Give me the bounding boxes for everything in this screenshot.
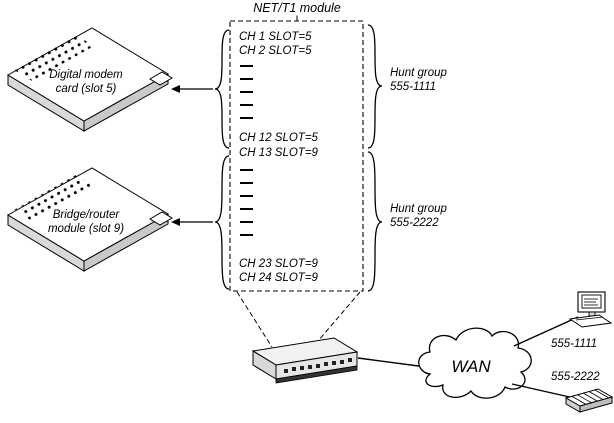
port-dot xyxy=(332,361,336,365)
channel-label-ch23: CH 23 SLOT=9 xyxy=(239,258,319,270)
link-device-wan xyxy=(357,357,427,368)
card-label-line2: card (slot 5) xyxy=(56,83,117,95)
dashed-link-left xyxy=(236,291,273,348)
port-dot xyxy=(348,358,352,362)
port-dot xyxy=(340,360,344,364)
digital-modem-card-icon: Digital modem card (slot 5) xyxy=(7,27,173,132)
brace-hunt-group-2 xyxy=(367,151,383,292)
brace-slot9-channels xyxy=(214,155,230,290)
card-label-line1: Bridge/router xyxy=(53,209,121,221)
device-base-strip xyxy=(275,365,358,384)
hunt-group-1-number: 555-1111 xyxy=(390,81,436,93)
arrowhead-icon xyxy=(171,85,180,93)
bridge-router-module-icon: Bridge/router module (slot 9) xyxy=(7,167,173,272)
channel-box xyxy=(229,20,364,292)
modem-icon xyxy=(564,388,614,413)
arrow-to-slot9-card xyxy=(171,218,213,226)
link-wan-computer xyxy=(513,316,579,347)
card-label-line2: module (slot 9) xyxy=(48,223,124,235)
port-dot xyxy=(292,367,296,371)
arrowhead-icon xyxy=(171,218,180,226)
card-label-line1: Digital modem xyxy=(49,69,123,81)
hunt-group-2-name: Hunt group xyxy=(390,203,448,215)
card-connector xyxy=(149,71,173,86)
card-connector xyxy=(149,211,173,226)
hunt-group-2-number: 555-2222 xyxy=(390,217,439,229)
access-server-icon xyxy=(251,337,359,384)
perforation-dots xyxy=(14,35,94,81)
link-wan-modem xyxy=(511,383,575,399)
computer-icon xyxy=(568,291,613,328)
channel-label-ch12: CH 12 SLOT=5 xyxy=(239,132,319,144)
channel-label-ch13: CH 13 SLOT=9 xyxy=(239,147,319,159)
module-title: NET/T1 module xyxy=(253,1,341,15)
hunt-group-1-name: Hunt group xyxy=(390,67,448,79)
wan-label: WAN xyxy=(451,357,491,376)
port-dot xyxy=(316,364,320,368)
channel-label-ch2: CH 2 SLOT=5 xyxy=(239,45,312,57)
endpoint-label-computer: 555-1111 xyxy=(551,338,597,350)
port-dot xyxy=(308,365,312,369)
dashed-link-right xyxy=(317,291,361,342)
perforation-dots xyxy=(14,175,94,221)
port-dot xyxy=(324,362,328,366)
channel-label-ch24: CH 24 SLOT=9 xyxy=(239,272,319,284)
port-dot xyxy=(284,369,288,373)
brace-hunt-group-1 xyxy=(367,24,383,149)
port-dot xyxy=(300,366,304,370)
arrow-to-slot5-card xyxy=(171,85,213,93)
endpoint-label-modem: 555-2222 xyxy=(551,371,600,383)
channel-label-ch1: CH 1 SLOT=5 xyxy=(239,31,312,43)
wan-cloud-icon: WAN xyxy=(418,327,532,399)
brace-slot5-channels xyxy=(214,29,230,149)
